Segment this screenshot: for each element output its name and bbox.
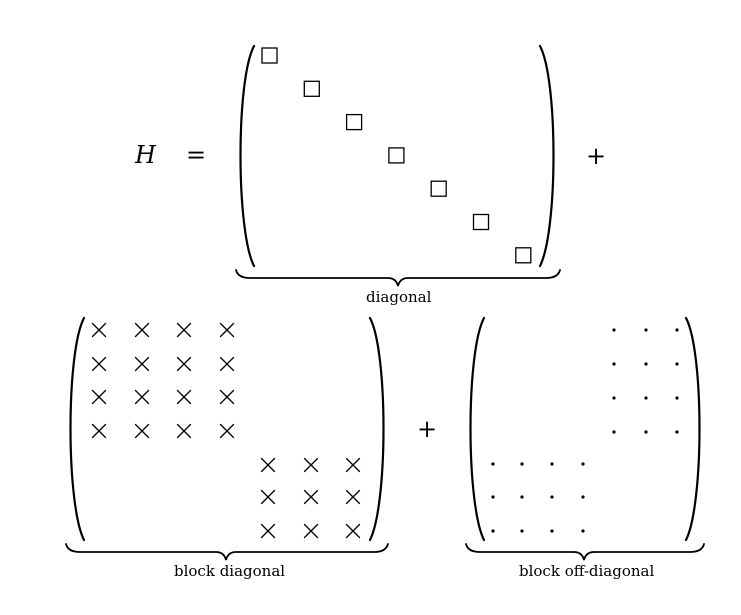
block-diagonal-entry-cross — [260, 523, 276, 539]
block-off-diagonal-entry-dot — [644, 396, 648, 400]
block-off-diagonal-entry-dot — [550, 462, 554, 466]
block-off-diagonal-entry-dot — [675, 430, 679, 434]
diagonal-underbrace — [235, 269, 561, 287]
block-diagonal-entry-cross — [134, 356, 150, 372]
hamiltonian-symbol: H — [135, 141, 156, 169]
plus-sign-bottom: + — [417, 415, 438, 443]
diagonal-entry-square — [388, 147, 405, 164]
block-off-diagonal-underbrace — [465, 543, 705, 561]
block-off-diagonal-entry-dot — [581, 462, 585, 466]
block-off-diagonal-right-paren — [684, 316, 701, 542]
diagonal-left-paren — [239, 44, 256, 268]
block-off-diagonal-left-paren — [469, 316, 486, 542]
block-off-diagonal-entry-dot — [675, 362, 679, 366]
block-off-diagonal-entry-dot — [612, 362, 616, 366]
block-diagonal-entry-cross — [303, 523, 319, 539]
block-diagonal-matrix — [65, 316, 389, 561]
block-diagonal-entry-cross — [219, 322, 235, 338]
block-diagonal-entry-cross — [303, 457, 319, 473]
block-off-diagonal-entry-dot — [581, 529, 585, 533]
block-diagonal-entry-cross — [345, 523, 361, 539]
block-diagonal-entry-cross — [134, 423, 150, 439]
block-off-diagonal-entry-dot — [644, 430, 648, 434]
block-diagonal-entry-cross — [91, 356, 107, 372]
diagonal-entry-square — [303, 80, 320, 97]
block-diagonal-entry-cross — [260, 489, 276, 505]
equals-sign: = — [186, 141, 207, 169]
block-diagonal-entry-cross — [219, 423, 235, 439]
block-off-diagonal-entry-dot — [550, 529, 554, 533]
block-off-diagonal-entry-dot — [675, 328, 679, 332]
block-off-diagonal-entries — [491, 328, 679, 533]
block-off-diagonal-entry-dot — [612, 430, 616, 434]
block-off-diagonal-entry-dot — [644, 362, 648, 366]
block-off-diagonal-entry-dot — [520, 462, 524, 466]
block-diagonal-entry-cross — [219, 389, 235, 405]
block-diagonal-entry-cross — [134, 322, 150, 338]
block-off-diagonal-entry-dot — [520, 495, 524, 499]
block-off-diagonal-entry-dot — [644, 328, 648, 332]
block-off-diagonal-entry-dot — [612, 328, 616, 332]
block-off-diagonal-entry-dot — [491, 529, 495, 533]
block-diagonal-entry-cross — [176, 322, 192, 338]
diagonal-entry-square — [472, 213, 490, 231]
block-diagonal-entry-cross — [176, 389, 192, 405]
block-off-diagonal-entry-dot — [581, 495, 585, 499]
block-off-diagonal-entry-dot — [675, 396, 679, 400]
block-off-diagonal-entry-dot — [520, 529, 524, 533]
block-diagonal-entry-cross — [91, 423, 107, 439]
block-diagonal-label: block diagonal — [174, 562, 286, 580]
block-diagonal-entry-cross — [91, 389, 107, 405]
block-off-diagonal-label: block off-diagonal — [519, 562, 655, 580]
block-diagonal-right-paren — [368, 316, 385, 542]
block-diagonal-entry-cross — [219, 356, 235, 372]
block-diagonal-entry-cross — [260, 457, 276, 473]
block-diagonal-entry-cross — [176, 356, 192, 372]
block-diagonal-underbrace — [65, 543, 389, 561]
diagonal-entry-square — [345, 113, 363, 131]
block-diagonal-entry-cross — [91, 322, 107, 338]
diagonal-entry-square — [430, 180, 447, 197]
diagonal-entries — [261, 47, 532, 264]
block-diagonal-entry-cross — [176, 423, 192, 439]
block-off-diagonal-matrix — [465, 316, 705, 561]
block-off-diagonal-entry-dot — [491, 462, 495, 466]
diagonal-label: diagonal — [366, 288, 432, 306]
block-diagonal-entry-cross — [345, 489, 361, 505]
diagonal-right-paren — [538, 44, 555, 268]
block-off-diagonal-entry-dot — [550, 495, 554, 499]
diagonal-entry-square — [515, 247, 532, 264]
block-diagonal-left-paren — [69, 316, 86, 542]
plus-sign-top: + — [586, 142, 607, 170]
block-diagonal-entry-cross — [303, 489, 319, 505]
block-off-diagonal-entry-dot — [491, 495, 495, 499]
diagonal-entry-square — [261, 47, 278, 64]
block-diagonal-entry-cross — [134, 389, 150, 405]
block-diagonal-entries — [91, 322, 361, 539]
block-off-diagonal-entry-dot — [612, 396, 616, 400]
diagonal-matrix — [235, 44, 561, 287]
block-diagonal-entry-cross — [345, 457, 361, 473]
